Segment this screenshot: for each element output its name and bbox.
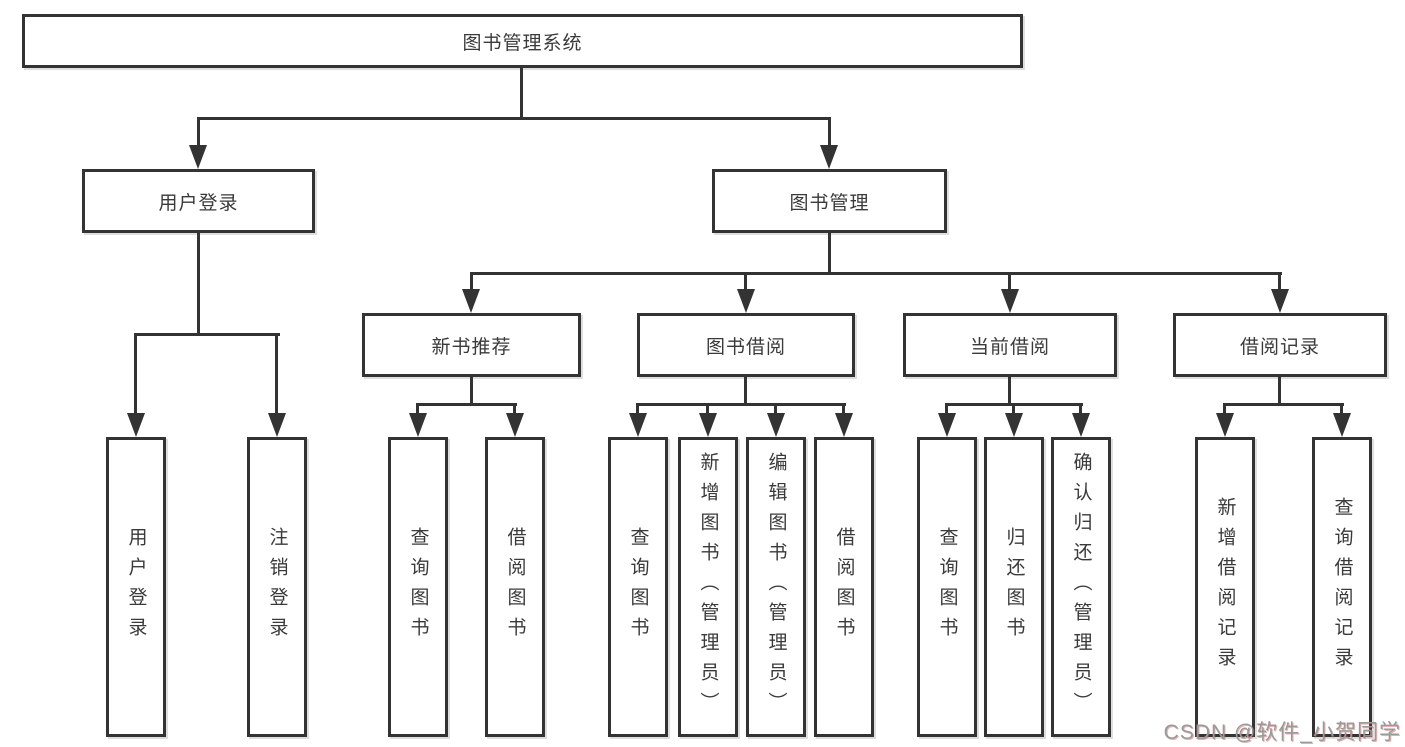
arrowhead-down-icon [506,413,524,437]
leaf-return-books: 归还图书 [984,437,1044,737]
arrowhead-down-icon [268,413,286,437]
connector-line [636,403,639,413]
connector-line [1278,377,1281,405]
connector-line [470,377,473,405]
leaf-query-books-borrow: 查询图书 [608,437,668,737]
leaf-logout: 注销登录 [247,437,307,737]
leaf-label: 编辑图书（管理员） [765,452,787,722]
connector-line [828,233,831,275]
arrowhead-down-icon [1072,413,1090,437]
connector-line [1278,272,1281,289]
connector-line [197,117,200,147]
leaf-add-borrow-record: 新增借阅记录 [1195,437,1255,737]
watermark: CSDN @软件_小贺同学 [1163,721,1401,744]
arrowhead-down-icon [835,413,853,437]
node-label: 当前借阅 [969,336,1050,358]
connector-line [470,272,1282,275]
leaf-add-book-admin: 新增图书（管理员） [678,437,738,737]
node-label: 图书管理系统 [462,32,583,54]
node-label: 图书借阅 [705,336,786,358]
node-user-login: 用户登录 [82,169,315,233]
leaf-label: 新增图书（管理员） [697,452,719,722]
arrowhead-down-icon [767,413,785,437]
connector-line [1340,403,1343,413]
leaf-label: 注销登录 [266,527,288,647]
arrowhead-down-icon [1005,413,1023,437]
arrowhead-down-icon [629,413,647,437]
arrowhead-down-icon [820,145,838,169]
connector-line [636,403,846,406]
leaf-label: 查询借阅记录 [1331,497,1353,677]
connector-line [1008,377,1011,405]
leaf-user-login: 用户登录 [106,437,166,737]
connector-line [744,377,747,405]
arrowhead-down-icon [1001,289,1019,313]
connector-line [197,233,200,336]
leaf-borrow-books: 借阅图书 [814,437,874,737]
connector-line [828,117,831,147]
leaf-label: 查询图书 [407,527,429,647]
arrowhead-down-icon [938,413,956,437]
connector-line [1223,403,1226,413]
arrowhead-down-icon [1271,289,1289,313]
arrowhead-down-icon [127,413,145,437]
node-label: 新书推荐 [431,336,512,358]
arrowhead-down-icon [699,413,717,437]
leaf-label: 新增借阅记录 [1214,497,1236,677]
leaf-query-books-current: 查询图书 [917,437,977,737]
leaf-label: 借阅图书 [833,527,855,647]
arrowhead-down-icon [1333,413,1351,437]
connector-line [416,403,419,413]
leaf-query-books-recommend: 查询图书 [388,437,448,737]
leaf-edit-book-admin: 编辑图书（管理员） [746,437,806,737]
connector-line [275,333,278,415]
connector-line [470,272,473,289]
connector-line [134,333,137,415]
node-book-management: 图书管理 [712,169,947,233]
connector-line [774,403,777,413]
connector-line [744,272,747,289]
arrowhead-down-icon [409,413,427,437]
leaf-label: 查询图书 [936,527,958,647]
connector-line [945,403,948,413]
connector-line [842,403,845,413]
leaf-query-borrow-record: 查询借阅记录 [1312,437,1372,737]
leaf-label: 用户登录 [125,527,147,647]
connector-line [416,403,517,406]
node-label: 借阅记录 [1239,336,1320,358]
connector-line [520,66,523,118]
connector-line [513,403,516,413]
arrowhead-down-icon [737,289,755,313]
node-new-book-recommend: 新书推荐 [362,313,581,377]
leaf-label: 确认归还（管理员） [1070,452,1092,722]
connector-line [1079,403,1082,413]
connector-line [134,333,280,336]
arrowhead-down-icon [462,289,480,313]
node-current-borrowing: 当前借阅 [903,313,1117,377]
node-book-borrowing: 图书借阅 [637,313,855,377]
leaf-label: 查询图书 [627,527,649,647]
node-borrowing-records: 借阅记录 [1173,313,1387,377]
leaf-borrow-books-recommend: 借阅图书 [485,437,545,737]
arrowhead-down-icon [189,145,207,169]
node-root: 图书管理系统 [22,14,1023,68]
connector-line [1223,403,1344,406]
node-label: 用户登录 [158,192,239,214]
connector-line [197,117,831,120]
node-label: 图书管理 [789,192,870,214]
connector-line [1008,272,1011,289]
leaf-label: 借阅图书 [504,527,526,647]
arrowhead-down-icon [1216,413,1234,437]
leaf-confirm-return-admin: 确认归还（管理员） [1051,437,1111,737]
connector-line [706,403,709,413]
connector-line [1012,403,1015,413]
leaf-label: 归还图书 [1003,527,1025,647]
